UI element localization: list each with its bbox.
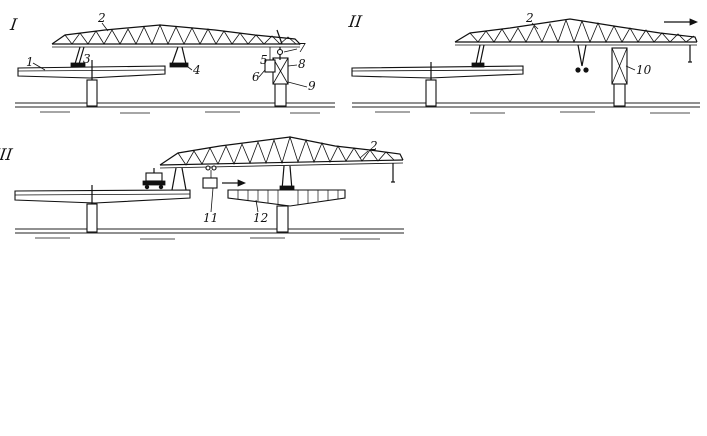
bridge-span [14,189,191,204]
water-surface [352,102,700,114]
callout-label: 1 [26,55,34,69]
movement-arrow [222,179,247,187]
callout-label: 9 [308,79,316,93]
callout-label: 3 [83,52,91,66]
panel-3: III 2 11 12 [0,135,404,240]
panel-numeral-label: I [8,15,19,34]
panel-1: I 1 2 3 4 5 6 7 8 9 [8,11,335,114]
callout-label: 4 [192,63,201,77]
pier [425,62,437,107]
crane-truss [159,135,404,191]
callout-label: 8 [298,57,306,71]
hoist-trolley [202,165,218,189]
callout-label: 11 [203,211,218,225]
callout-label: 5 [260,53,268,67]
panel-numeral-label: II [347,12,364,31]
panel-numeral-label: III [0,145,14,164]
pier [86,60,98,107]
water-surface [15,228,404,240]
carriage [142,168,166,190]
panel-2: II 2 10 [347,11,700,114]
water-surface [15,102,335,114]
callout-label: 10 [636,63,652,77]
crane-truss [51,23,301,68]
callout-label: 2 [369,139,378,153]
callout-label: 7 [298,41,306,55]
crane-truss [454,18,698,73]
segmented-span [227,189,346,207]
bridge-span [351,65,524,79]
callout-label: 6 [252,70,260,84]
pier [86,185,98,233]
callout-label: 12 [253,211,268,225]
movement-arrow [664,18,699,26]
callout-label: 2 [97,11,106,25]
pier [276,205,289,233]
hoist-block [264,47,276,73]
pier-temporary-support [611,47,628,107]
callout-label: 2 [525,11,534,25]
